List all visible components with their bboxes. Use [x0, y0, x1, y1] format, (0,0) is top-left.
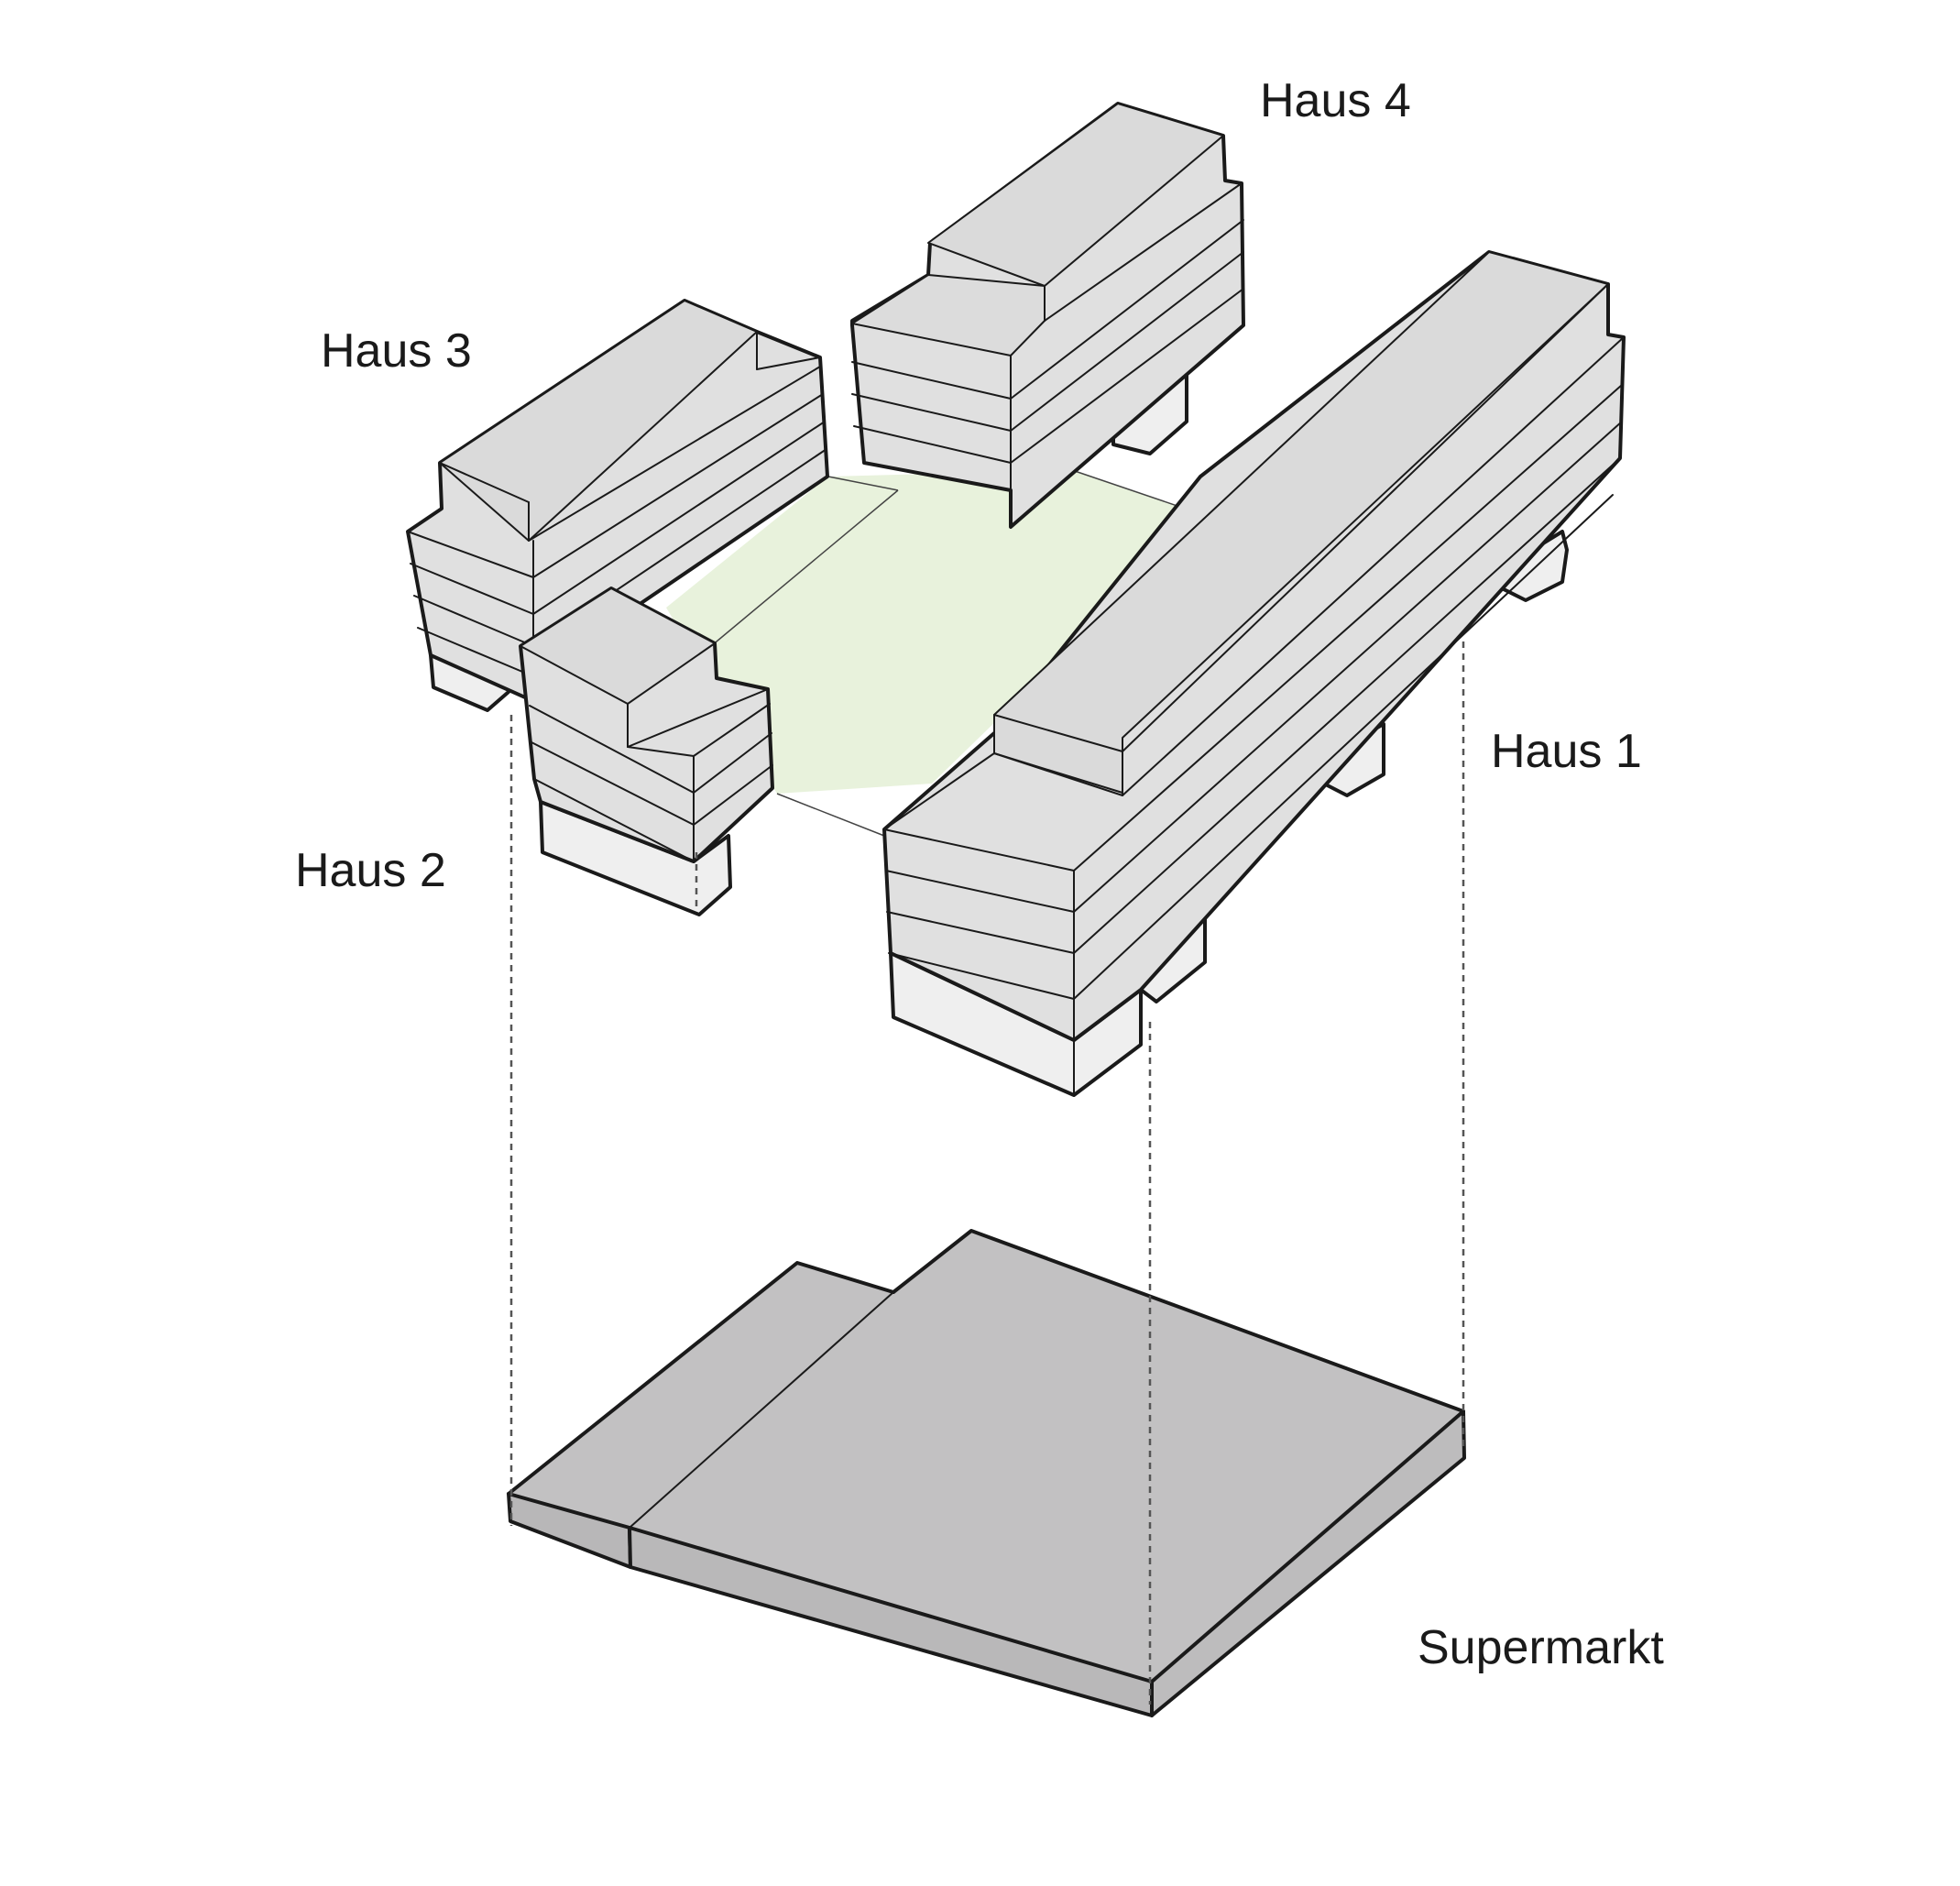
haus-1-floor-line	[886, 911, 1075, 954]
haus-2-floor-line	[533, 778, 695, 862]
haus-3-floor-line	[410, 563, 534, 615]
haus-3-floor-line	[528, 366, 821, 542]
haus-3-floor-line	[532, 393, 824, 578]
supermarket-step-edge	[629, 1291, 894, 1529]
courtyard-edge-bottom	[776, 793, 885, 837]
haus-1-floor-line	[1073, 384, 1623, 872]
supermarket-top	[509, 1231, 1464, 1716]
haus-2-edge	[627, 746, 695, 757]
haus-3-floor-line	[417, 627, 534, 677]
haus-4-floor-line	[851, 393, 1012, 432]
courtyard-edge-top	[827, 476, 899, 491]
haus-1-floor-line	[885, 870, 1075, 913]
haus-1-floor-line	[1122, 336, 1625, 796]
haus-1-edge	[883, 752, 995, 830]
haus-2-building	[519, 587, 774, 916]
haus-4-floor-line	[851, 361, 1012, 400]
label-haus-1: Haus 1	[1491, 725, 1642, 778]
haus-3-floor-line	[407, 531, 534, 578]
label-haus-3: Haus 3	[321, 324, 472, 378]
courtyard	[666, 469, 1208, 837]
haus-1-floor-line	[1073, 494, 1614, 1000]
haus-3-floor-line	[413, 595, 534, 647]
haus-2-floor-line	[693, 703, 771, 757]
haus-4-floor-line	[1010, 219, 1244, 400]
projection-lines	[509, 641, 1465, 1705]
haus-1-body	[882, 250, 1626, 1042]
haus-1-edge	[993, 752, 1123, 796]
haus-4-floor-line	[1044, 182, 1243, 322]
label-haus-2: Haus 2	[295, 844, 446, 897]
haus-3-floor-line	[532, 421, 826, 615]
haus-4-roof-upper	[927, 103, 1224, 287]
haus-3-building	[406, 299, 829, 712]
haus-1-floor-line	[1073, 457, 1621, 954]
haus-2-edge	[627, 688, 769, 748]
courtyard-divider	[705, 489, 899, 652]
haus-1-floor-line	[1073, 421, 1623, 913]
haus-4-floor-line	[1010, 251, 1244, 432]
haus-4-floor-line	[853, 425, 1012, 464]
haus-2-floor-line	[531, 741, 695, 826]
supermarket-side-right	[1150, 1409, 1466, 1717]
haus-3-edge	[756, 356, 821, 370]
haus-1-edge	[993, 714, 1123, 752]
label-supermarkt: Supermarkt	[1418, 1621, 1664, 1674]
haus-1-edge	[1122, 283, 1609, 752]
label-haus-4: Haus 4	[1260, 74, 1411, 127]
haus-1-building	[882, 250, 1626, 1097]
haus-1-floor-line	[883, 828, 1075, 872]
haus-2-floor-line	[693, 732, 772, 794]
haus-2-roof-upper	[520, 587, 716, 705]
haus-2-floor-line	[529, 705, 695, 794]
haus-4-building	[850, 102, 1245, 529]
haus-3-edge	[439, 462, 530, 503]
supermarket-block	[507, 1229, 1466, 1717]
courtyard-surface	[666, 470, 1207, 794]
haus-1-floor-line	[888, 952, 1075, 1000]
haus-2-floor-line	[693, 764, 773, 826]
haus-4-floor-line	[1010, 288, 1244, 464]
